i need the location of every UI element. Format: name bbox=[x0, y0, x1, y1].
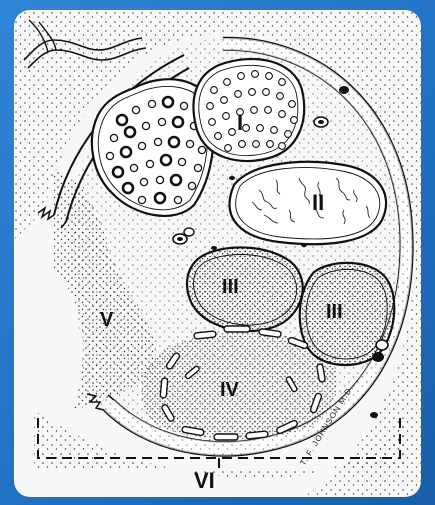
axon-circle bbox=[279, 111, 286, 118]
axon-circle bbox=[186, 140, 193, 147]
axon-circle bbox=[132, 106, 139, 113]
axon-circle bbox=[289, 101, 296, 108]
axon-circle bbox=[110, 134, 117, 141]
axon-circle bbox=[253, 141, 260, 148]
axon-circle bbox=[229, 129, 236, 136]
region-iv-degenerated bbox=[142, 332, 338, 439]
axon-circle bbox=[174, 196, 181, 203]
illustration-card: I II III III IV V VI T. F. JOHNSON M.D. bbox=[14, 10, 421, 497]
label-region-vi: VI bbox=[194, 470, 215, 492]
axon-circle bbox=[207, 103, 214, 110]
axon-circle bbox=[198, 146, 205, 153]
axon-circle bbox=[113, 167, 123, 177]
axon-circle bbox=[235, 91, 242, 98]
label-fascicle-iii-left: III bbox=[222, 277, 239, 297]
axon-circle bbox=[224, 79, 231, 86]
axon-circle bbox=[279, 79, 286, 86]
axon-circle bbox=[125, 127, 135, 137]
axon-circle bbox=[249, 89, 256, 96]
axon-circle bbox=[238, 73, 245, 80]
axon-circle bbox=[271, 127, 278, 134]
axon-circle bbox=[117, 115, 127, 125]
axon-circle bbox=[163, 97, 173, 107]
axon-circle bbox=[267, 141, 274, 148]
axon-circle bbox=[154, 138, 161, 145]
axon-circle bbox=[142, 122, 149, 129]
axon-circle bbox=[285, 131, 292, 138]
axon-circle bbox=[194, 164, 201, 171]
axon-circle bbox=[225, 145, 232, 152]
axon-circle bbox=[180, 102, 187, 109]
axon-circle bbox=[211, 87, 218, 94]
axon-circle bbox=[156, 176, 163, 183]
axon-circle bbox=[291, 117, 298, 124]
nerve-cross-section-illustration bbox=[14, 10, 421, 497]
label-region-iv: IV bbox=[220, 380, 239, 400]
axon-circle bbox=[106, 152, 113, 159]
axon-circle bbox=[130, 164, 137, 171]
label-fascicle-i: I bbox=[237, 112, 243, 134]
axon-circle bbox=[243, 125, 250, 132]
label-fascicle-iii-right: III bbox=[326, 302, 343, 322]
label-fascicle-ii: II bbox=[312, 192, 324, 214]
axon-circle bbox=[138, 196, 145, 203]
axon-circle bbox=[173, 117, 183, 127]
axon-circle bbox=[265, 107, 272, 114]
axon-circle bbox=[221, 97, 228, 104]
axon-circle bbox=[171, 175, 181, 185]
axon-circle bbox=[169, 137, 179, 147]
axon-circle bbox=[155, 193, 165, 203]
axon-circle bbox=[263, 89, 270, 96]
axon-circle bbox=[279, 143, 286, 150]
axon-circle bbox=[161, 155, 171, 165]
axon-circle bbox=[148, 100, 155, 107]
axon-circle bbox=[257, 125, 264, 132]
label-region-v: V bbox=[100, 310, 113, 330]
axon-circle bbox=[138, 142, 145, 149]
axon-circle bbox=[252, 71, 259, 78]
axon-circle bbox=[266, 73, 273, 80]
axon-circle bbox=[140, 178, 147, 185]
fascicle-iii-left bbox=[187, 247, 303, 331]
axon-circle bbox=[121, 147, 131, 157]
axon-circle bbox=[146, 160, 153, 167]
axon-circle bbox=[239, 141, 246, 148]
axon-circle bbox=[223, 113, 230, 120]
fascicle-i bbox=[193, 59, 304, 161]
axon-circle bbox=[215, 133, 222, 140]
axon-circle bbox=[277, 93, 284, 100]
axon-circle bbox=[188, 182, 195, 189]
axon-circle bbox=[209, 119, 216, 126]
axon-circle bbox=[158, 118, 165, 125]
axon-circle bbox=[178, 158, 185, 165]
axon-circle bbox=[123, 183, 133, 193]
axon-circle bbox=[251, 107, 258, 114]
